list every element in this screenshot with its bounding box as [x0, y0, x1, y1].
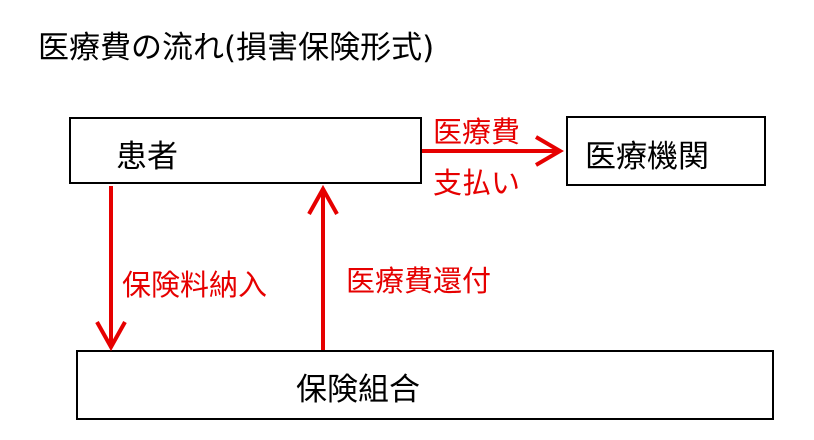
insurance-union-box — [76, 350, 774, 420]
refund-label: 医療費還付 — [346, 264, 492, 298]
premium-label: 保険料納入 — [122, 268, 268, 302]
refund-arrow — [307, 184, 339, 350]
medical-institution-label: 医療機関 — [585, 139, 709, 175]
payment-label-top: 医療費 — [433, 115, 521, 149]
patient-label: 患者 — [116, 139, 178, 175]
insurance-union-label: 保険組合 — [296, 372, 420, 408]
payment-label-bottom: 支払い — [433, 166, 521, 200]
diagram-title: 医療費の流れ(損害保険形式) — [38, 30, 435, 66]
payment-arrow — [422, 135, 564, 167]
patient-box — [69, 117, 422, 184]
premium-arrow — [95, 186, 127, 352]
medical-institution-box — [566, 116, 766, 186]
